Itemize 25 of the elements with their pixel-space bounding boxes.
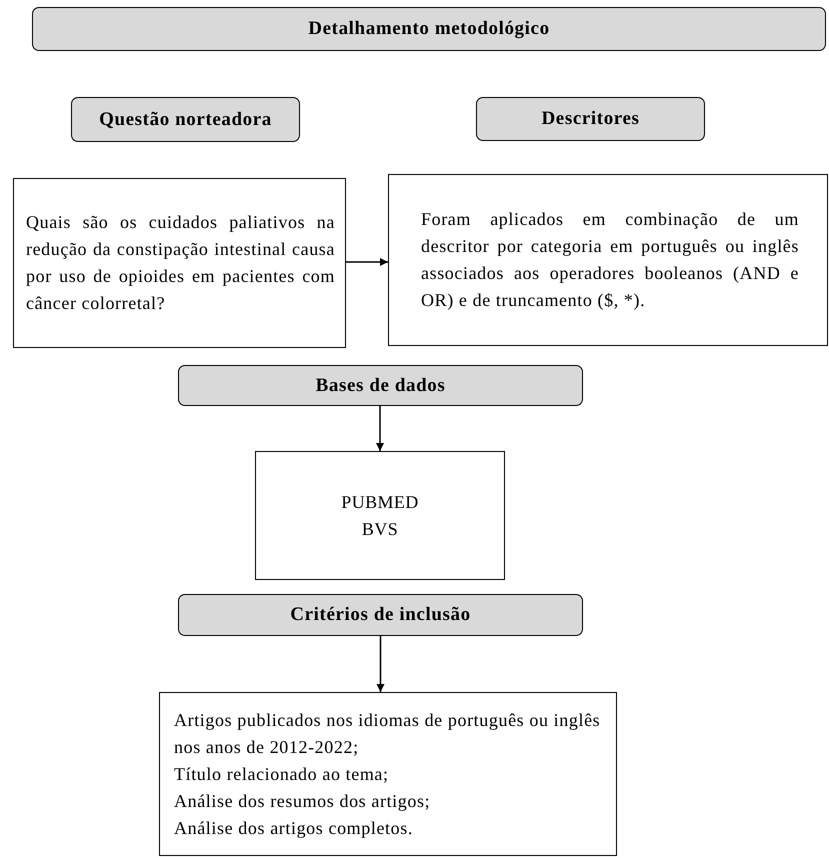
header-text: Bases de dados (316, 374, 446, 396)
body-text: Título relacionado ao tema; (174, 762, 390, 786)
arrow (376, 406, 384, 451)
body-text: Análise dos artigos completos. (174, 816, 414, 840)
list-item: PUBMED (341, 490, 419, 514)
text-box (388, 174, 828, 346)
header-box (32, 7, 826, 51)
body-text: Quais são os cuidados paliativos na redução da constipação intestinal causa por uso de opioides em pacientes com câncer colorretal? (26, 211, 335, 315)
header-box (178, 365, 583, 406)
database-list-box (255, 451, 505, 580)
arrow (346, 258, 388, 266)
header-box (178, 594, 583, 636)
body-text: Artigos publicados nos idiomas de português ou inglês nos anos de 2012-2022; (174, 708, 602, 758)
header-text: Critérios de inclusão (290, 604, 471, 626)
text-box (13, 178, 346, 348)
text-box (159, 692, 617, 856)
body-text: Análise dos resumos dos artigos; (174, 790, 432, 813)
header-text: Detalhamento metodológico (308, 18, 550, 40)
header-text: Descritores (541, 108, 640, 130)
list-item: BVS (362, 518, 398, 540)
header-box (71, 97, 300, 142)
header-text: Questão norteadora (99, 108, 272, 130)
body-text: Foram aplicados em combinação de um descritor por categoria em português ou inglês associados aos operadores booleanos (AND e OR) e de truncamento ($, *). (421, 208, 799, 312)
header-box (476, 97, 705, 141)
arrow (376, 636, 384, 692)
